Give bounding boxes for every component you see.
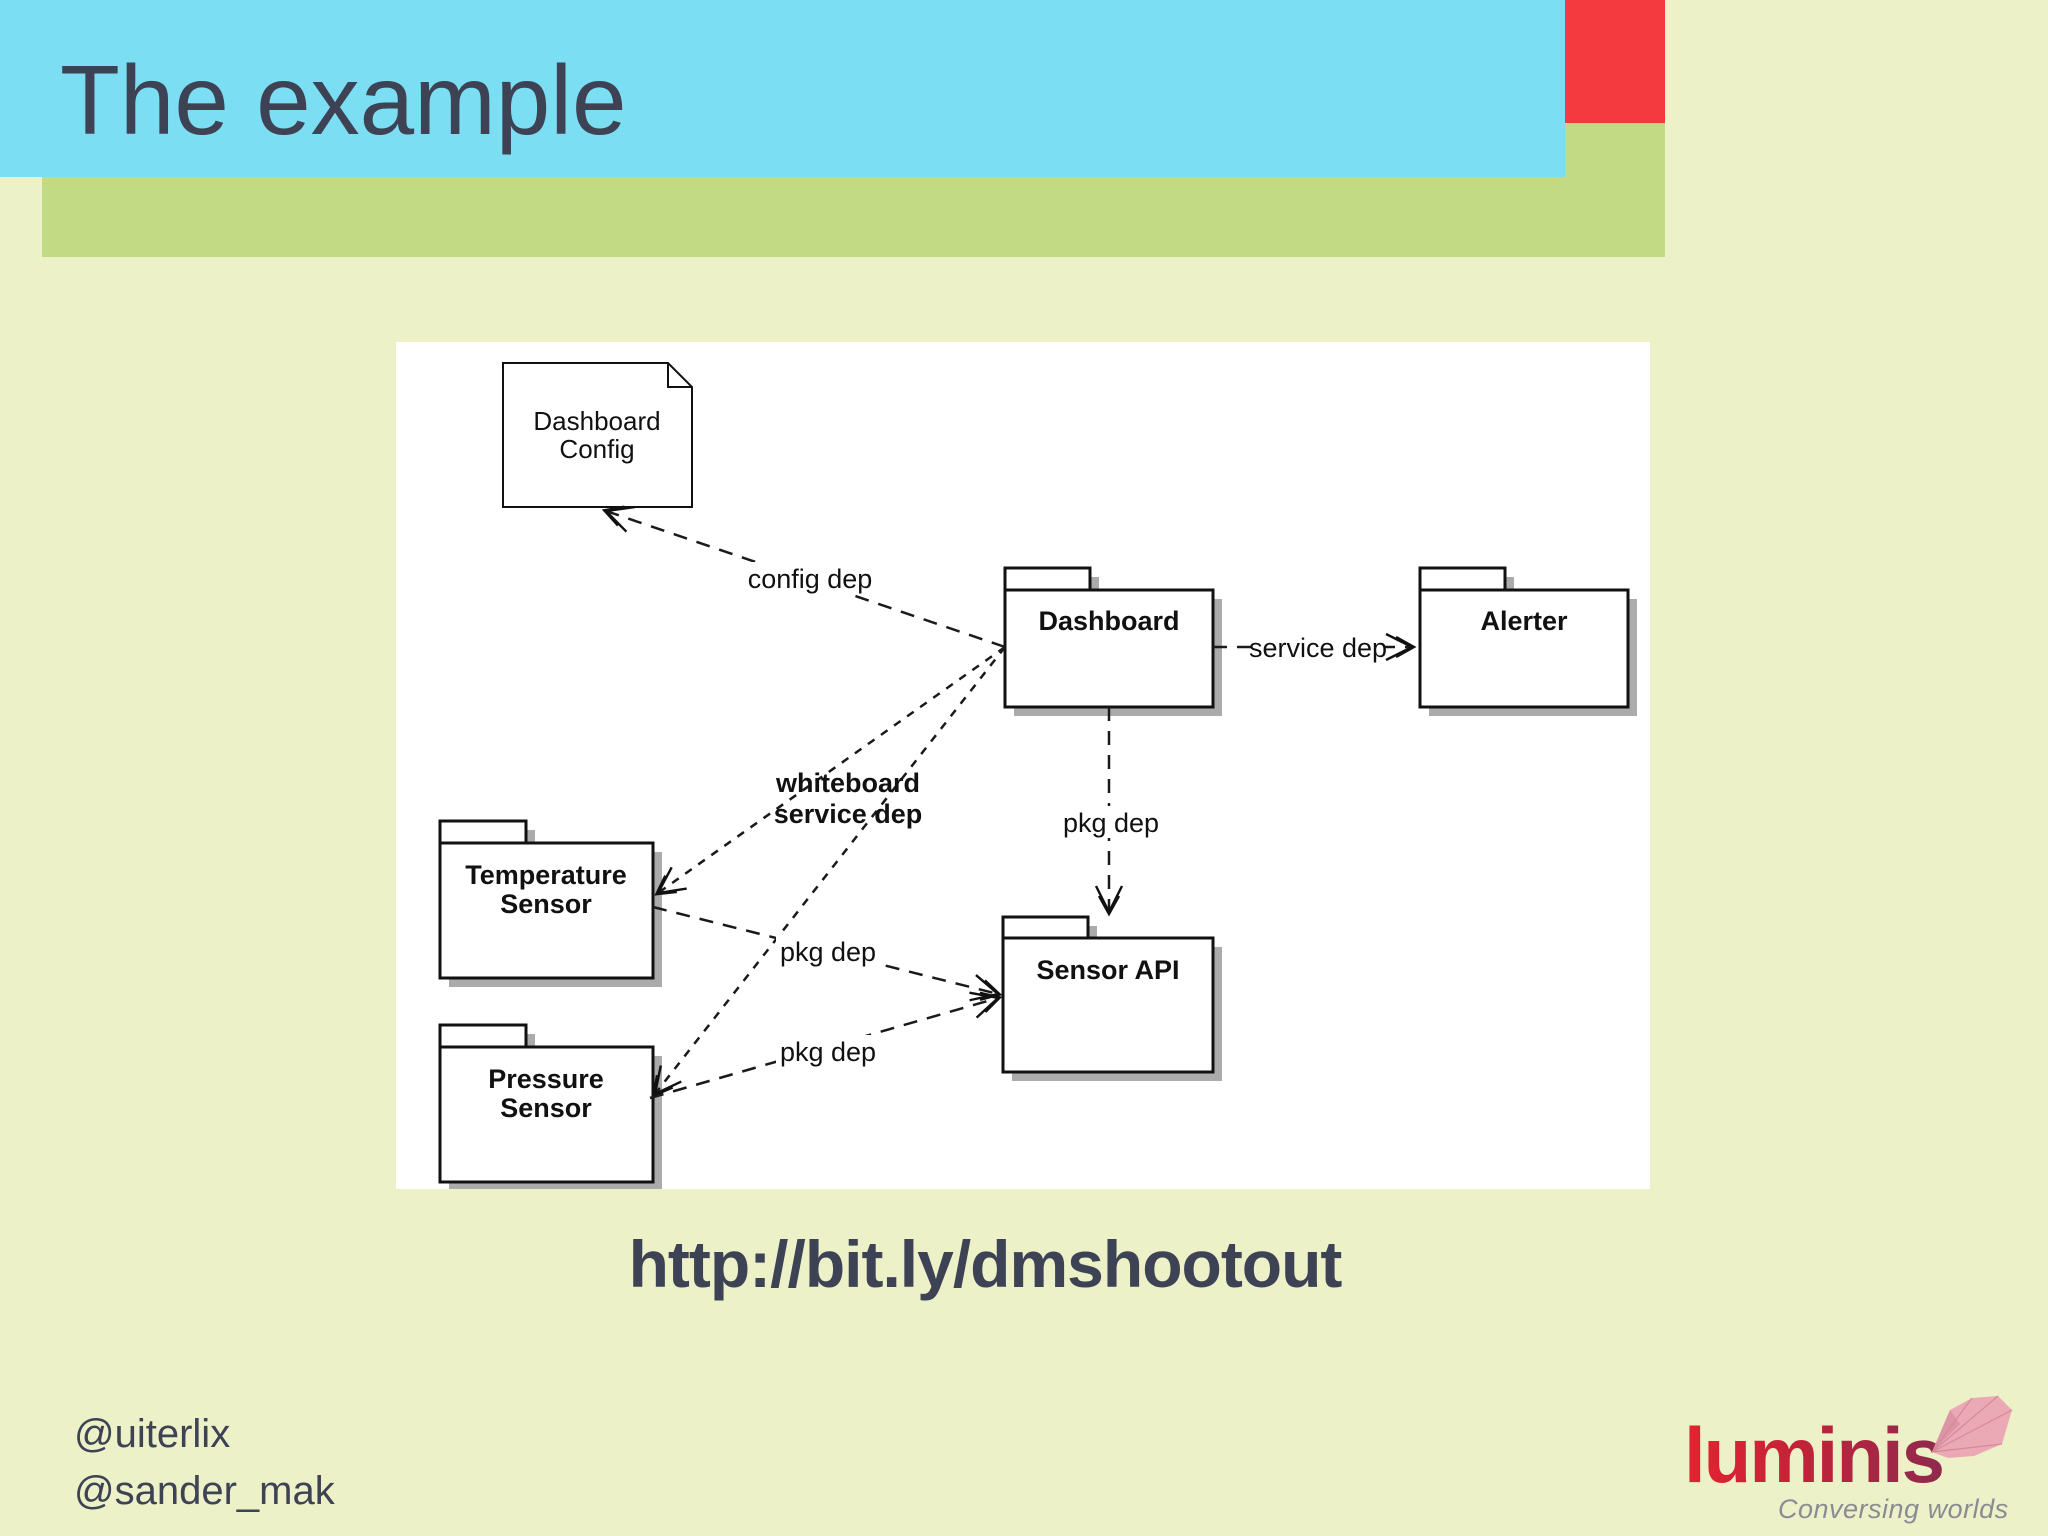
twitter-handle-uiterlix: @uiterlix <box>74 1412 231 1456</box>
package-alerter: Alerter <box>1418 566 1630 709</box>
label-pkg-dep-pressure: pkg dep <box>780 1037 876 1067</box>
edge-whiteboard-temperature <box>654 645 1006 896</box>
package-pressure-sensor: Pressure Sensor <box>438 1023 655 1184</box>
label-whiteboard-line2: service dep <box>774 799 923 829</box>
header-red-square <box>1565 0 1665 123</box>
edge-whiteboard-pressure <box>652 646 1006 1098</box>
package-sensor-api: Sensor API <box>1001 915 1215 1074</box>
luminis-tagline: Conversing worlds <box>1778 1494 2009 1524</box>
twitter-handles: @uiterlix @sander_mak <box>74 1406 335 1520</box>
note-label-line1: Dashboard <box>533 406 660 436</box>
package-dashboard-label: Dashboard <box>1038 606 1179 636</box>
edge-labels: config dep service dep pkg dep whiteboar… <box>746 562 1387 1067</box>
header-green-accent-corner <box>1565 123 1665 177</box>
slide-title: The example <box>60 45 627 155</box>
bitly-url: http://bit.ly/dmshootout <box>628 1227 1343 1301</box>
label-pkg-dep-dashboard: pkg dep <box>1063 808 1159 838</box>
label-whiteboard-line1: whiteboard <box>775 768 920 798</box>
package-temperature-label-line1: Temperature <box>465 860 627 890</box>
luminis-logo: luminis Conversing worlds <box>1680 1392 2020 1532</box>
header-green-accent-bar <box>42 177 1665 257</box>
package-pressure-label-line2: Sensor <box>500 1093 592 1123</box>
package-temperature-sensor: Temperature Sensor <box>438 819 655 980</box>
package-temperature-label-line2: Sensor <box>500 889 592 919</box>
twitter-handle-sander-mak: @sander_mak <box>74 1469 335 1513</box>
package-dashboard: Dashboard <box>1003 566 1215 709</box>
package-alerter-label: Alerter <box>1480 606 1568 636</box>
luminis-crystal-icon <box>1931 1395 2013 1458</box>
label-config-dep: config dep <box>748 564 873 594</box>
note-label-line2: Config <box>559 434 634 464</box>
dashboard-config-note: Dashboard Config <box>502 362 693 508</box>
header-blue-band <box>0 0 1565 177</box>
label-pkg-dep-temperature: pkg dep <box>780 937 876 967</box>
luminis-wordmark: luminis <box>1684 1411 1945 1499</box>
label-service-dep: service dep <box>1249 633 1387 663</box>
uml-dependency-diagram: Dashboard Config Dashboard Alerter Senso… <box>396 342 1650 1189</box>
package-sensor-api-label: Sensor API <box>1036 955 1179 985</box>
diagram-canvas: Dashboard Config Dashboard Alerter Senso… <box>438 362 1637 1189</box>
package-pressure-label-line1: Pressure <box>488 1064 604 1094</box>
